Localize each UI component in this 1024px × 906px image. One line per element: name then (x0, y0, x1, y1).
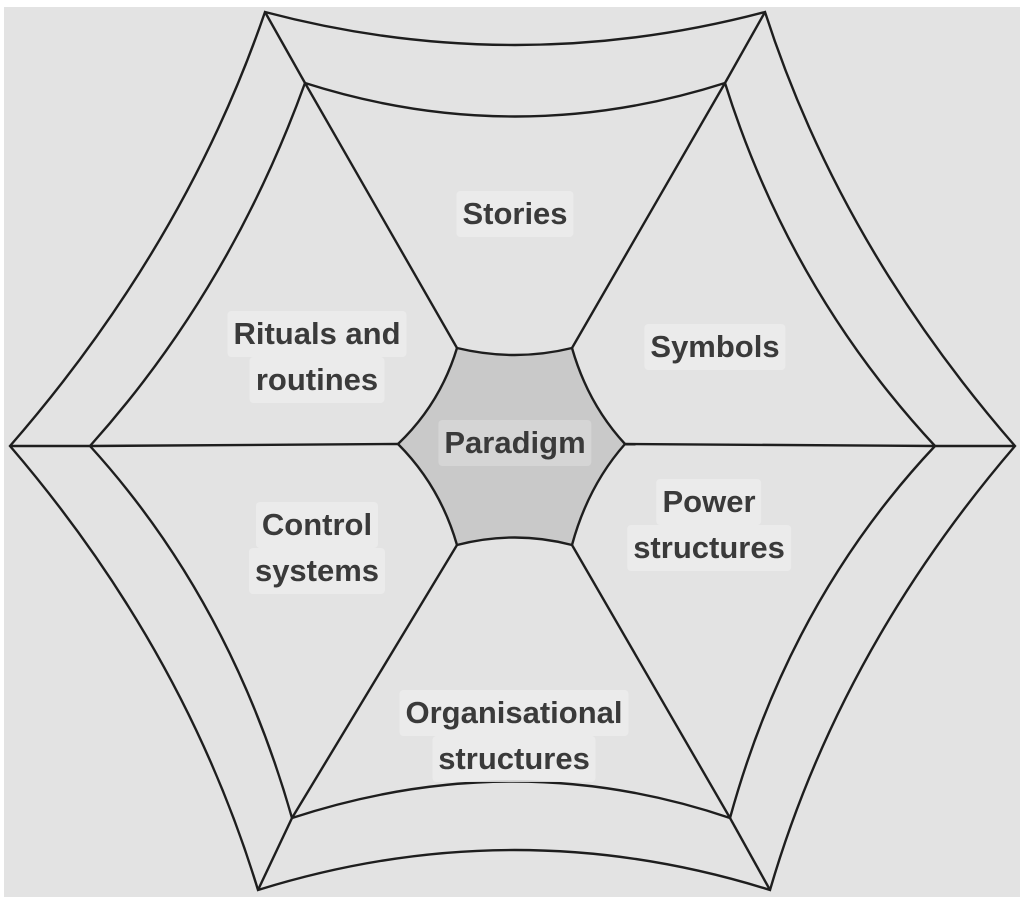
segment-control-systems: Control systems (248, 502, 386, 594)
spoke-outer-top-left (263, 11, 307, 84)
segment-symbols: Symbols (644, 324, 786, 370)
spoke-outer-top-right (723, 11, 767, 84)
spoke-right (624, 442, 936, 448)
spoke-outer-bottom-left (256, 817, 294, 891)
paradigm-label: Paradigm (438, 420, 592, 466)
segment-power-structures: Power structures (627, 479, 791, 571)
spoke-top-left (303, 82, 459, 349)
segment-label-line: Rituals and (227, 311, 407, 357)
segment-label-line: systems (248, 548, 386, 594)
spoke-top-right (570, 82, 727, 349)
segment-label-line: routines (249, 357, 385, 403)
spoke-left (89, 442, 399, 448)
spoke-outer-bottom-right (728, 817, 772, 891)
segment-label-line: Control (255, 502, 379, 548)
spoke-bottom-left (290, 544, 459, 819)
segment-label-line: Power (656, 479, 762, 525)
segment-organisational-structures: Organisational structures (399, 690, 629, 782)
segment-stories: Stories (456, 191, 574, 237)
segment-label-line: Organisational (399, 690, 629, 736)
spoke-bottom-right (570, 544, 732, 819)
segment-label-line: Stories (456, 191, 574, 237)
segment-label-line: structures (432, 736, 596, 782)
segment-rituals-and-routines: Rituals and routines (227, 311, 407, 403)
segment-label-line: Symbols (644, 324, 786, 370)
segment-label-line: structures (627, 525, 791, 571)
